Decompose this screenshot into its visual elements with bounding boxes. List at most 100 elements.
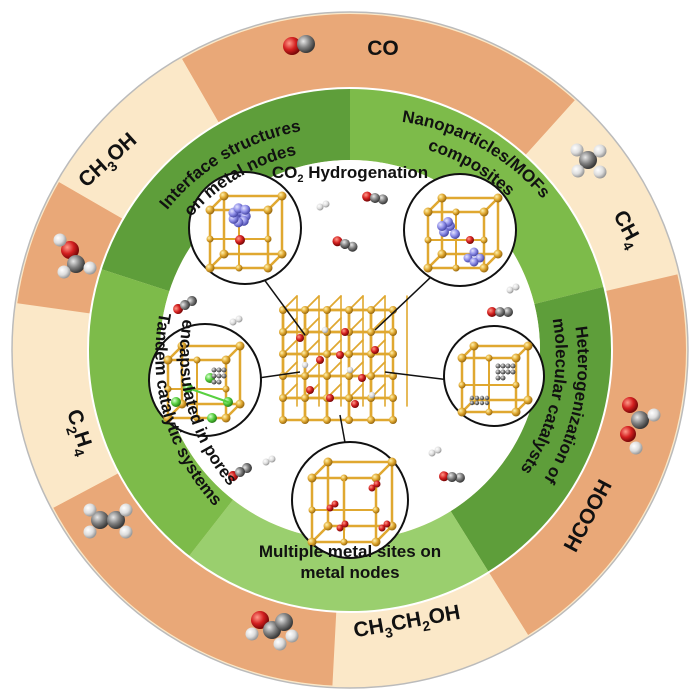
hydrogen-atom <box>512 283 520 291</box>
carbon-atom <box>631 411 649 429</box>
metal-node <box>263 205 273 215</box>
carbon-atom <box>221 373 227 379</box>
hydrogen-atom <box>83 261 97 275</box>
metal-node <box>193 414 201 422</box>
metal-node <box>340 474 348 482</box>
metal-node <box>264 235 272 243</box>
metal-node <box>345 350 353 358</box>
metal-node <box>367 328 375 336</box>
inset-tandem <box>148 323 262 437</box>
hydrogen-atom <box>593 165 607 179</box>
oxygen-atom <box>326 394 334 402</box>
metal-node <box>164 385 172 393</box>
carbon-atom <box>484 395 490 401</box>
oxygen-atom <box>368 484 376 492</box>
metal-node <box>279 394 287 402</box>
carbon-atom <box>216 379 222 385</box>
metal-node <box>323 306 331 314</box>
cluster-atom <box>469 247 479 257</box>
hydrogen-atom <box>245 627 259 641</box>
product-co: CO <box>367 37 399 60</box>
product-molecule <box>53 233 97 279</box>
metal-node <box>301 394 309 402</box>
metal-node <box>221 355 231 365</box>
carbon-atom <box>216 367 222 373</box>
oxygen-atom <box>358 374 366 382</box>
oxygen-atom <box>383 520 391 528</box>
carbon-atom <box>505 369 511 375</box>
oxygen-atom <box>296 334 304 342</box>
metal-node <box>340 538 348 546</box>
metal-node <box>389 328 397 336</box>
carbon-atom <box>235 467 245 477</box>
bond <box>187 387 229 403</box>
hydrogen-atom <box>83 503 97 517</box>
metal-node <box>523 341 533 351</box>
carbon-atom <box>180 300 190 310</box>
inset-border <box>188 171 302 285</box>
carbon-atom <box>447 472 457 482</box>
hydrogen-atom <box>321 326 329 334</box>
metal-node <box>389 394 397 402</box>
ring-divider <box>87 87 613 613</box>
metal-node <box>493 249 503 259</box>
metal-node <box>323 372 331 380</box>
metal-node <box>219 191 229 201</box>
metal-node <box>452 264 460 272</box>
carbon-atom <box>579 151 597 169</box>
carbon-atom <box>505 363 511 369</box>
metal-node <box>323 350 331 358</box>
cluster-atom <box>240 204 251 215</box>
carbon-atom <box>474 395 480 401</box>
inset-interface <box>188 171 302 285</box>
metal-node <box>479 207 489 217</box>
metal-node <box>512 381 520 389</box>
carbon-atom <box>495 307 505 317</box>
carbon-atom <box>211 367 217 373</box>
metal-node <box>235 341 245 351</box>
carbon-atom <box>495 363 501 369</box>
oxygen-atom <box>341 520 349 528</box>
product-molecule <box>570 143 607 179</box>
oxygen-atom <box>61 241 79 259</box>
oxygen-atom <box>378 524 386 532</box>
metal-node <box>389 350 397 358</box>
metal-node <box>345 394 353 402</box>
metal-node <box>323 457 333 467</box>
cluster-atom <box>450 229 460 239</box>
co2-molecule <box>173 296 197 314</box>
hydrogen-atom <box>229 318 237 326</box>
carbon-atom <box>510 369 516 375</box>
metal-node <box>372 506 380 514</box>
metal-node <box>523 395 533 405</box>
metal-node <box>511 407 521 417</box>
product-sector <box>332 572 529 686</box>
carbon-atom <box>275 613 293 631</box>
metal-node <box>301 306 309 314</box>
co2-molecule <box>439 471 465 483</box>
hydrogen-atom <box>629 441 643 455</box>
metal-node <box>171 397 181 407</box>
metal-node <box>207 413 217 423</box>
metal-node <box>345 372 353 380</box>
metal-node <box>480 236 488 244</box>
metal-node <box>345 306 353 314</box>
co2-molecule <box>228 463 252 481</box>
metal-node <box>457 353 467 363</box>
inset-heterogenization <box>443 325 545 427</box>
product-sector <box>488 274 687 635</box>
metal-node <box>437 249 447 259</box>
co2-molecule <box>332 236 358 252</box>
product-sector <box>59 59 219 219</box>
metal-node <box>301 372 309 380</box>
metal-node <box>437 193 447 203</box>
hydrogen-atom <box>285 629 299 643</box>
metal-node <box>163 413 173 423</box>
carbon-atom <box>484 400 490 406</box>
metal-node <box>367 372 375 380</box>
product-molecule <box>245 611 299 651</box>
carbon-atom <box>500 363 506 369</box>
carbon-atom <box>500 375 506 381</box>
metal-node <box>367 306 375 314</box>
metal-node <box>345 416 353 424</box>
